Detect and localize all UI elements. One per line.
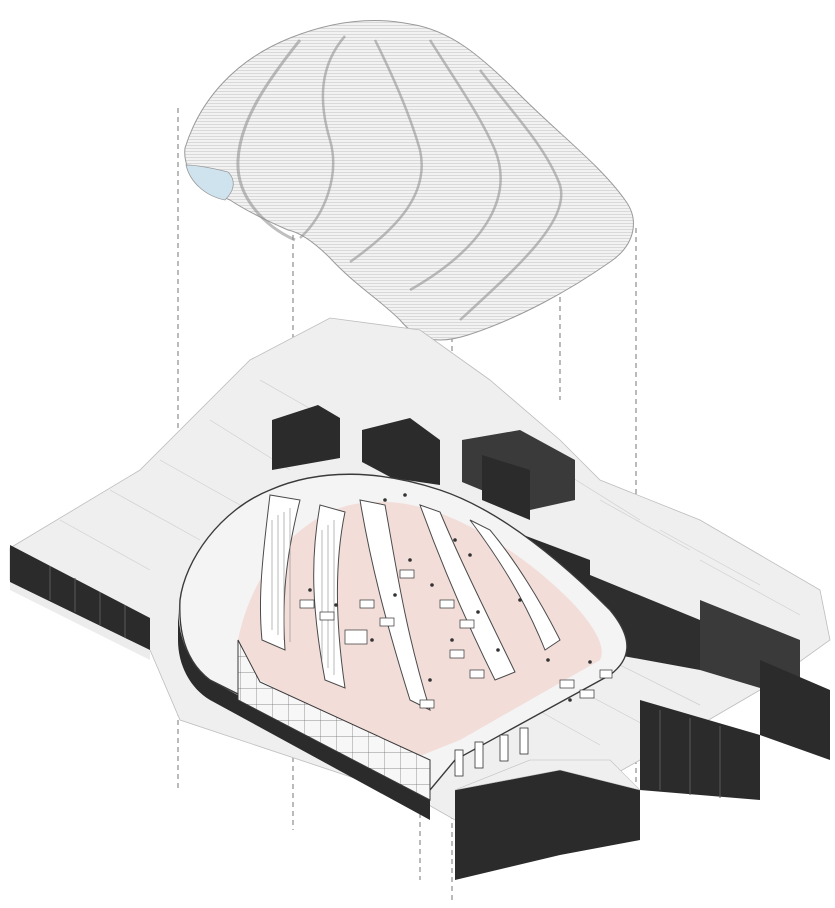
roof-ridge-5 [459, 69, 563, 321]
wall-hatching [271, 508, 335, 675]
facade-left-low [10, 545, 150, 650]
columns [454, 727, 529, 777]
people [308, 493, 592, 702]
block-right-4 [760, 660, 830, 760]
roof-ridge-2 [299, 35, 346, 239]
roof-ridge-3 [349, 39, 423, 264]
roof-seams [59, 379, 801, 746]
block-back-4 [482, 455, 530, 520]
furniture [299, 569, 613, 709]
roof-ridge-4 [409, 39, 502, 292]
roof-ridge-1 [236, 39, 302, 242]
roof-glass-edge [185, 164, 234, 201]
internal-walls [259, 494, 561, 711]
roof-outline [184, 20, 634, 341]
roof-shell [184, 20, 634, 341]
block-front-top [454, 759, 641, 791]
glazed-facade [237, 639, 431, 801]
facade-left-columns [49, 566, 126, 638]
block-front [455, 770, 640, 880]
facade-right-columns [659, 710, 721, 798]
block-back-1 [272, 405, 340, 470]
block-right-5 [640, 700, 760, 800]
cutaway-building [178, 473, 628, 820]
block-back-2 [362, 418, 440, 485]
